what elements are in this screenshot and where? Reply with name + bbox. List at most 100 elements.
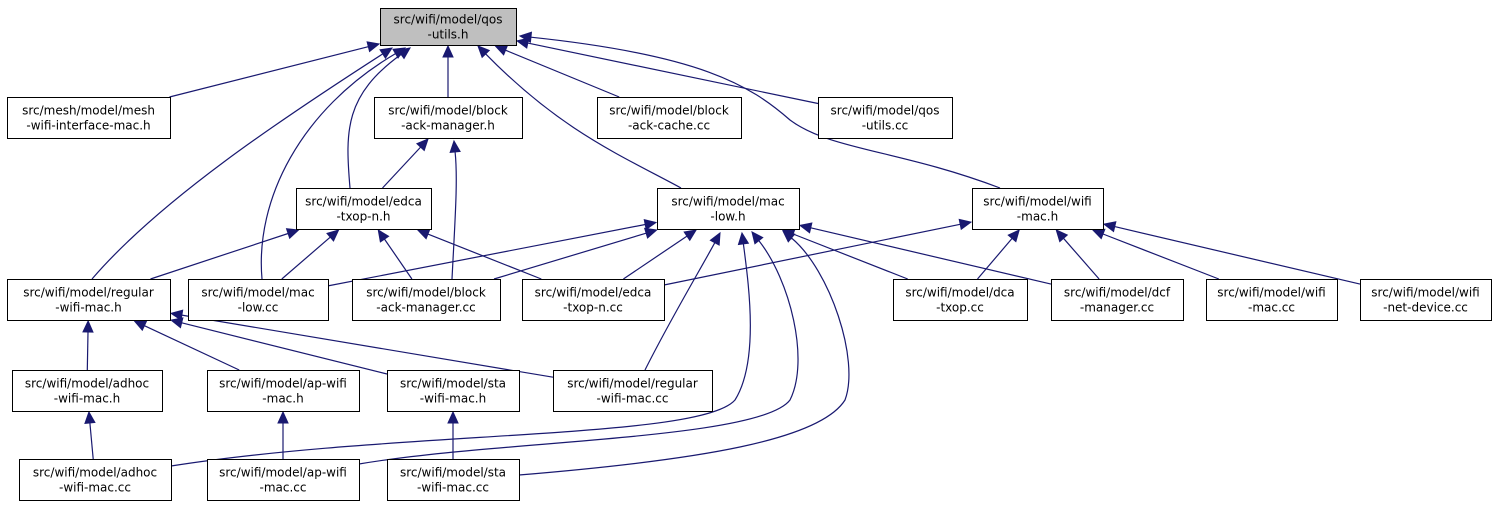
edge-edca_txop_n_h-to-block_ack_manager_h xyxy=(382,138,429,189)
edge-arrowhead xyxy=(442,44,454,58)
node-label-line: -wifi-mac.h xyxy=(55,301,121,315)
node-adhoc-wifi-mac-h[interactable]: src/wifi/model/adhoc-wifi-mac.h xyxy=(12,370,163,412)
node-edca-txop-n-h[interactable]: src/wifi/model/edca-txop-n.h xyxy=(296,188,432,230)
edge-ap_wifi_mac_cc-to-mac_low_h xyxy=(358,231,799,465)
edge-regular_wifi_mac_h-to-qos_utils_h xyxy=(91,47,394,280)
node-label-line: src/wifi/model/sta xyxy=(400,466,506,480)
edge-arrowhead xyxy=(277,410,289,424)
node-box xyxy=(387,370,520,412)
edge-regular_wifi_mac_cc-to-regular_wifi_mac_h xyxy=(169,309,554,378)
node-label-line: -mac.h xyxy=(262,392,303,406)
node-adhoc-wifi-mac-cc[interactable]: src/wifi/model/adhoc-wifi-mac.cc xyxy=(19,459,172,501)
edge-dca_txop_cc-to-mac_low_h xyxy=(781,228,908,280)
edge-line xyxy=(663,223,961,286)
graph-nodes: src/wifi/model/qos-utils.hsrc/mesh/model… xyxy=(7,8,1492,501)
node-box xyxy=(374,97,523,139)
node-box xyxy=(972,188,1104,230)
edge-sta_wifi_mac_cc-to-mac_low_h xyxy=(518,230,850,476)
edge-line xyxy=(505,49,620,98)
node-sta-wifi-mac-h[interactable]: src/wifi/model/sta-wifi-mac.h xyxy=(387,370,520,412)
node-regular-wifi-mac-h[interactable]: src/wifi/model/regular-wifi-mac.h xyxy=(7,279,171,321)
node-wifi-mac-cc[interactable]: src/wifi/model/wifi-mac.cc xyxy=(1206,279,1338,321)
edge-arrowhead xyxy=(494,45,509,56)
node-label-line: src/wifi/model/block xyxy=(609,104,729,118)
edge-ap_wifi_mac_cc-to-ap_wifi_mac_h xyxy=(277,410,289,459)
node-label-line: -txop-n.h xyxy=(336,210,390,224)
edge-mesh_wifi_interface_mac_h-to-qos_utils_h xyxy=(169,41,381,98)
node-edca-txop-n-cc[interactable]: src/wifi/model/edca-txop-n.cc xyxy=(522,279,665,321)
edge-line xyxy=(1114,226,1361,285)
edge-arrowhead xyxy=(169,317,184,329)
edge-sta_wifi_mac_h-to-regular_wifi_mac_h xyxy=(169,317,388,375)
node-ap-wifi-mac-h[interactable]: src/wifi/model/ap-wifi-mac.h xyxy=(207,370,360,412)
node-mac-low-cc[interactable]: src/wifi/model/mac-low.cc xyxy=(188,279,329,321)
node-label-line: -utils.cc xyxy=(862,119,909,133)
edge-arrowhead xyxy=(366,41,381,53)
node-label-line: src/wifi/model/mac xyxy=(671,195,784,209)
edge-line xyxy=(181,322,388,375)
edge-line xyxy=(451,151,457,280)
edge-block_ack_manager_h-to-qos_utils_h xyxy=(442,44,454,97)
node-box xyxy=(818,97,953,139)
node-label-line: -wifi-mac.cc xyxy=(417,481,489,495)
edge-line xyxy=(623,235,688,280)
edge-wifi_mac_cc-to-wifi_mac_h xyxy=(1091,228,1220,280)
node-ap-wifi-mac-cc[interactable]: src/wifi/model/ap-wifi-mac.cc xyxy=(207,459,360,501)
edge-wifi_mac_h-to-qos_utils_h xyxy=(518,31,1001,189)
node-label-line: src/wifi/model/block xyxy=(366,286,486,300)
edge-qos_utils_cc-to-qos_utils_h xyxy=(515,37,819,105)
node-box xyxy=(7,279,171,321)
edge-mac_low_h-to-qos_utils_h xyxy=(477,45,682,189)
node-label-line: src/wifi/model/wifi xyxy=(983,195,1091,209)
node-mesh-wifi-interface-mac-h[interactable]: src/mesh/model/mesh-wifi-interface-mac.h xyxy=(7,97,171,139)
node-label-line: src/wifi/model/sta xyxy=(400,377,506,391)
edge-line xyxy=(382,146,422,189)
node-block-ack-manager-h[interactable]: src/wifi/model/block-ack-manager.h xyxy=(374,97,523,139)
node-dcf-manager-cc[interactable]: src/wifi/model/dcf-manager.cc xyxy=(1051,279,1184,321)
node-label-line: src/wifi/model/wifi xyxy=(1217,286,1325,300)
node-sta-wifi-mac-cc[interactable]: src/wifi/model/sta-wifi-mac.cc xyxy=(387,459,520,501)
node-label-line: src/wifi/model/block xyxy=(388,104,508,118)
node-qos-utils-cc[interactable]: src/wifi/model/qos-utils.cc xyxy=(818,97,953,139)
node-label-line: src/wifi/model/adhoc xyxy=(33,466,157,480)
node-box xyxy=(207,370,360,412)
node-block-ack-cache-cc[interactable]: src/wifi/model/block-ack-cache.cc xyxy=(597,97,742,139)
edge-mac_low_cc-to-qos_utils_h xyxy=(260,47,407,280)
node-mac-low-h[interactable]: src/wifi/model/mac-low.h xyxy=(657,188,800,230)
edge-arrowhead xyxy=(169,309,184,321)
edge-line xyxy=(1102,233,1220,280)
node-wifi-net-device-cc[interactable]: src/wifi/model/wifi-net-device.cc xyxy=(1360,279,1492,321)
edge-line xyxy=(644,242,716,371)
edge-line xyxy=(260,53,396,280)
node-label-line: src/wifi/model/dca xyxy=(905,286,1014,300)
edge-wifi_net_device_cc-to-wifi_mac_h xyxy=(1102,221,1361,285)
node-box xyxy=(207,459,360,501)
node-label-line: -wifi-mac.h xyxy=(420,392,486,406)
node-label-line: -txop-n.cc xyxy=(563,301,623,315)
node-label-line: -wifi-interface-mac.h xyxy=(26,119,150,133)
node-block-ack-manager-cc[interactable]: src/wifi/model/block-ack-manager.cc xyxy=(352,279,501,321)
edge-arrowhead xyxy=(643,227,658,239)
node-label-line: -utils.h xyxy=(428,28,469,42)
node-label-line: src/wifi/model/qos xyxy=(831,104,940,118)
edge-line xyxy=(91,53,384,280)
edge-block_ack_manager_cc-to-block_ack_manager_h xyxy=(449,139,461,280)
edge-adhoc_wifi_mac_h-to-regular_wifi_mac_h xyxy=(82,319,94,371)
edge-line xyxy=(518,237,850,476)
edge-arrowhead xyxy=(782,230,796,243)
node-regular-wifi-mac-cc[interactable]: src/wifi/model/regular-wifi-mac.cc xyxy=(553,370,713,412)
node-label-line: -ack-cache.cc xyxy=(628,119,710,133)
edge-line xyxy=(327,223,646,287)
edge-edca_txop_n_cc-to-edca_txop_n_h xyxy=(416,228,542,280)
node-box xyxy=(380,8,517,46)
edge-line xyxy=(169,46,369,98)
node-box xyxy=(893,279,1028,321)
node-dca-txop-cc[interactable]: src/wifi/model/dca-txop.cc xyxy=(893,279,1028,321)
node-label-line: -ack-manager.h xyxy=(401,119,495,133)
node-label-line: -mac.cc xyxy=(260,481,307,495)
node-wifi-mac-h[interactable]: src/wifi/model/wifi-mac.h xyxy=(972,188,1104,230)
node-label-line: src/wifi/model/dcf xyxy=(1064,286,1171,300)
node-label-line: src/wifi/model/qos xyxy=(394,13,503,27)
edge-line xyxy=(485,53,682,189)
